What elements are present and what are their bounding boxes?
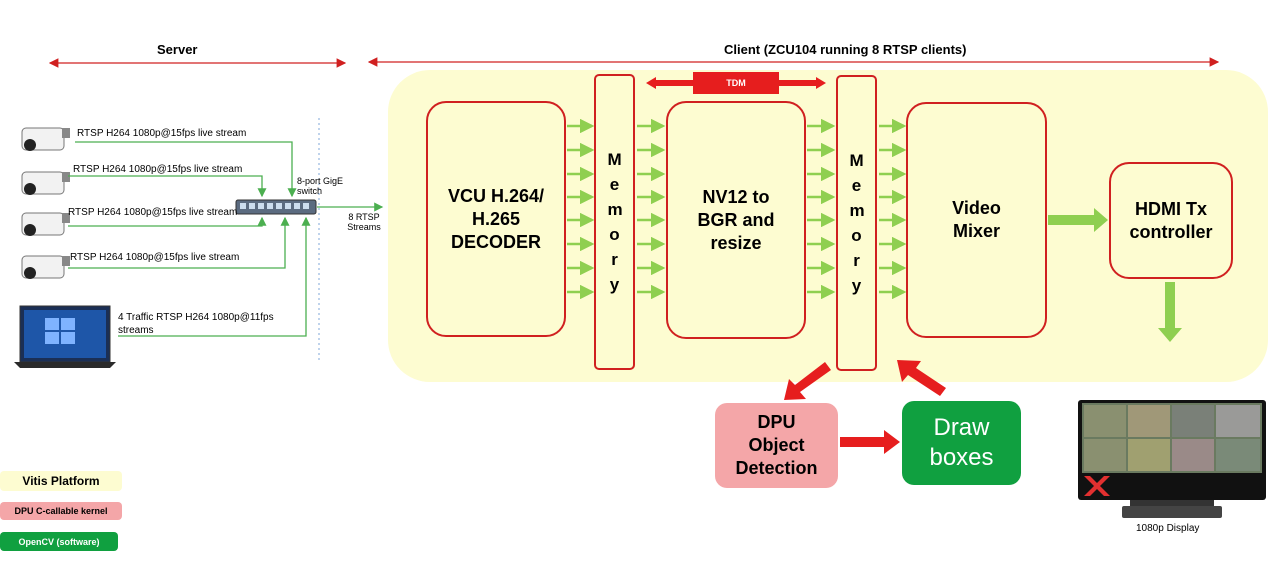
memory-to-dpu-arrow: [784, 362, 831, 400]
server-label: Server: [157, 42, 198, 57]
legend-vitis-platform: Vitis Platform: [0, 471, 122, 491]
stream-label: RTSP H264 1080p@15fps live stream: [73, 164, 243, 175]
camera-icon: [21, 255, 70, 279]
mixer-to-hdmi-arrow: [1048, 208, 1108, 232]
memory-block-1: Memory: [594, 74, 635, 370]
vcu-decoder-block: VCU H.264/ H.265 DECODER: [426, 101, 566, 337]
tdm-label: TDM: [693, 72, 779, 94]
streams-count-label: 8 RTSP Streams: [347, 212, 381, 232]
memory-label: Memory: [607, 150, 623, 294]
camera-icon: [21, 212, 70, 236]
stream-label: RTSP H264 1080p@15fps live stream: [77, 128, 247, 139]
laptop-icon: [14, 305, 116, 368]
camera-icon: [21, 171, 70, 195]
draw-boxes-block: Draw boxes: [902, 401, 1021, 485]
dpu-object-detection-block: DPU Object Detection: [715, 403, 838, 488]
client-label: Client (ZCU104 running 8 RTSP clients): [724, 42, 967, 57]
stream-label: RTSP H264 1080p@15fps live stream: [68, 207, 238, 218]
video-mixer-block: Video Mixer: [906, 102, 1047, 338]
nv12-to-bgr-block: NV12 to BGR and resize: [666, 101, 806, 339]
memory-label: Memory: [849, 151, 865, 295]
stream-label: RTSP H264 1080p@15fps live stream: [70, 252, 240, 263]
laptop-stream-label: 4 Traffic RTSP H264 1080p@11fps streams: [118, 312, 274, 336]
memory-block-2: Memory: [836, 75, 877, 371]
display-icon: [1078, 400, 1266, 518]
hdmi-to-display-arrow: [1158, 282, 1182, 342]
camera-icon: [21, 127, 70, 151]
dpu-to-draw-arrow: [840, 430, 900, 454]
network-switch-icon: [235, 199, 317, 215]
hdmi-tx-block: HDMI Tx controller: [1109, 162, 1233, 279]
switch-label: 8-port GigE switch: [297, 176, 344, 196]
draw-to-memory-arrow: [897, 360, 946, 396]
legend-dpu-kernel: DPU C-callable kernel: [0, 502, 122, 520]
legend-opencv: OpenCV (software): [0, 532, 118, 551]
display-label: 1080p Display: [1136, 523, 1200, 534]
